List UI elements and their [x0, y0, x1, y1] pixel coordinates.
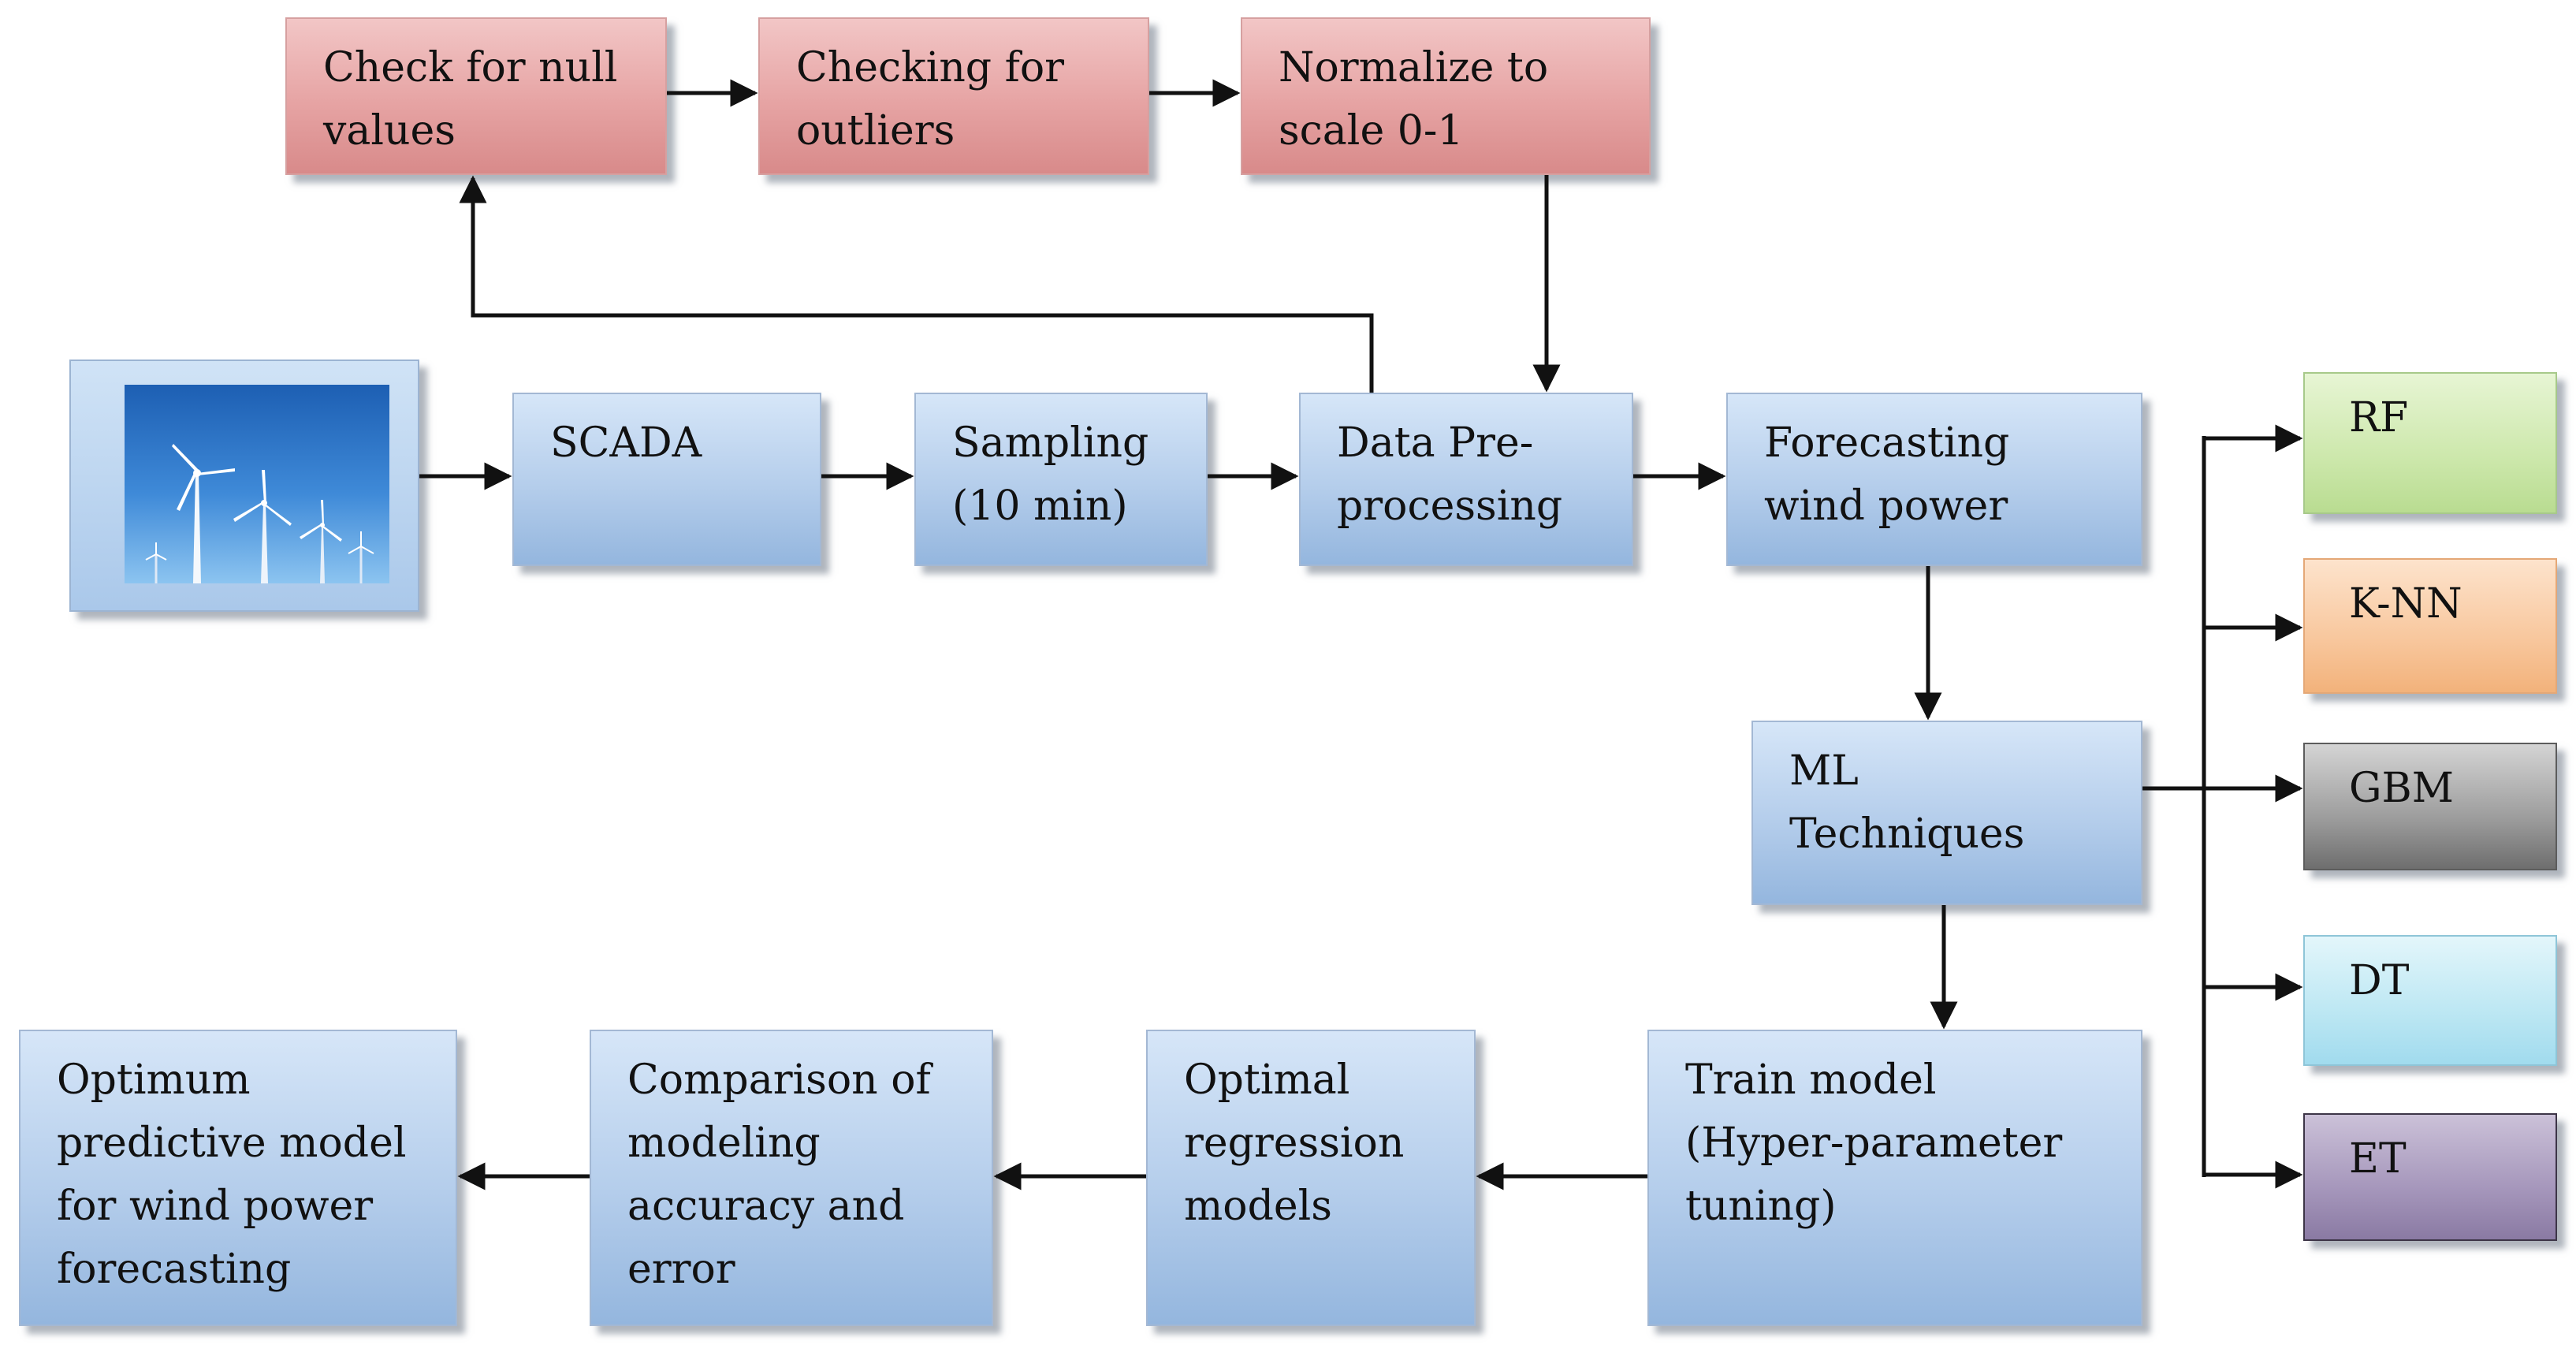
wind-turbine-photo-icon: [125, 385, 389, 583]
optimum-predictive-model-label: Optimum predictive model for wind power …: [57, 1056, 407, 1293]
scada-label: SCADA: [550, 419, 702, 467]
gbm-model-box: GBM: [2303, 743, 2557, 870]
sampling-label: Sampling (10 min): [952, 419, 1149, 530]
check-null-values-label: Check for null values: [323, 44, 618, 155]
forecasting-wind-power-box: Forecasting wind power: [1726, 393, 2142, 566]
dt-model-box: DT: [2303, 935, 2557, 1066]
checking-outliers-label: Checking for outliers: [796, 44, 1065, 155]
dt-model-label: DT: [2349, 957, 2410, 1004]
normalize-scale-label: Normalize to scale 0-1: [1279, 44, 1549, 155]
ml-techniques-label: ML Techniques: [1789, 747, 2025, 858]
normalize-scale-box: Normalize to scale 0-1: [1241, 17, 1651, 175]
check-null-values-box: Check for null values: [285, 17, 667, 175]
data-preprocessing-label: Data Pre- processing: [1337, 419, 1563, 530]
ml-techniques-box: ML Techniques: [1751, 721, 2142, 905]
forecasting-wind-power-label: Forecasting wind power: [1764, 419, 2010, 530]
arrow-preprocessing-to-null-check: [459, 175, 1374, 393]
rf-model-label: RF: [2349, 394, 2409, 442]
rf-model-box: RF: [2303, 372, 2557, 514]
train-model-label: Train model (Hyper-parameter tuning): [1685, 1056, 2063, 1230]
knn-model-box: K-NN: [2303, 558, 2557, 694]
sampling-box: Sampling (10 min): [914, 393, 1208, 566]
knn-model-label: K-NN: [2349, 580, 2462, 628]
optimal-regression-models-box: Optimal regression models: [1146, 1030, 1476, 1326]
et-model-label: ET: [2349, 1135, 2407, 1183]
optimal-regression-models-label: Optimal regression models: [1184, 1056, 1405, 1230]
comparison-accuracy-label: Comparison of modeling accuracy and erro…: [627, 1056, 931, 1293]
scada-box: SCADA: [512, 393, 821, 566]
wind-turbine-image-frame: [69, 360, 419, 612]
checking-outliers-box: Checking for outliers: [758, 17, 1149, 175]
gbm-model-label: GBM: [2349, 765, 2454, 812]
data-preprocessing-box: Data Pre- processing: [1299, 393, 1633, 566]
train-model-box: Train model (Hyper-parameter tuning): [1647, 1030, 2142, 1326]
optimum-predictive-model-box: Optimum predictive model for wind power …: [19, 1030, 457, 1326]
comparison-accuracy-box: Comparison of modeling accuracy and erro…: [590, 1030, 993, 1326]
et-model-box: ET: [2303, 1113, 2557, 1241]
